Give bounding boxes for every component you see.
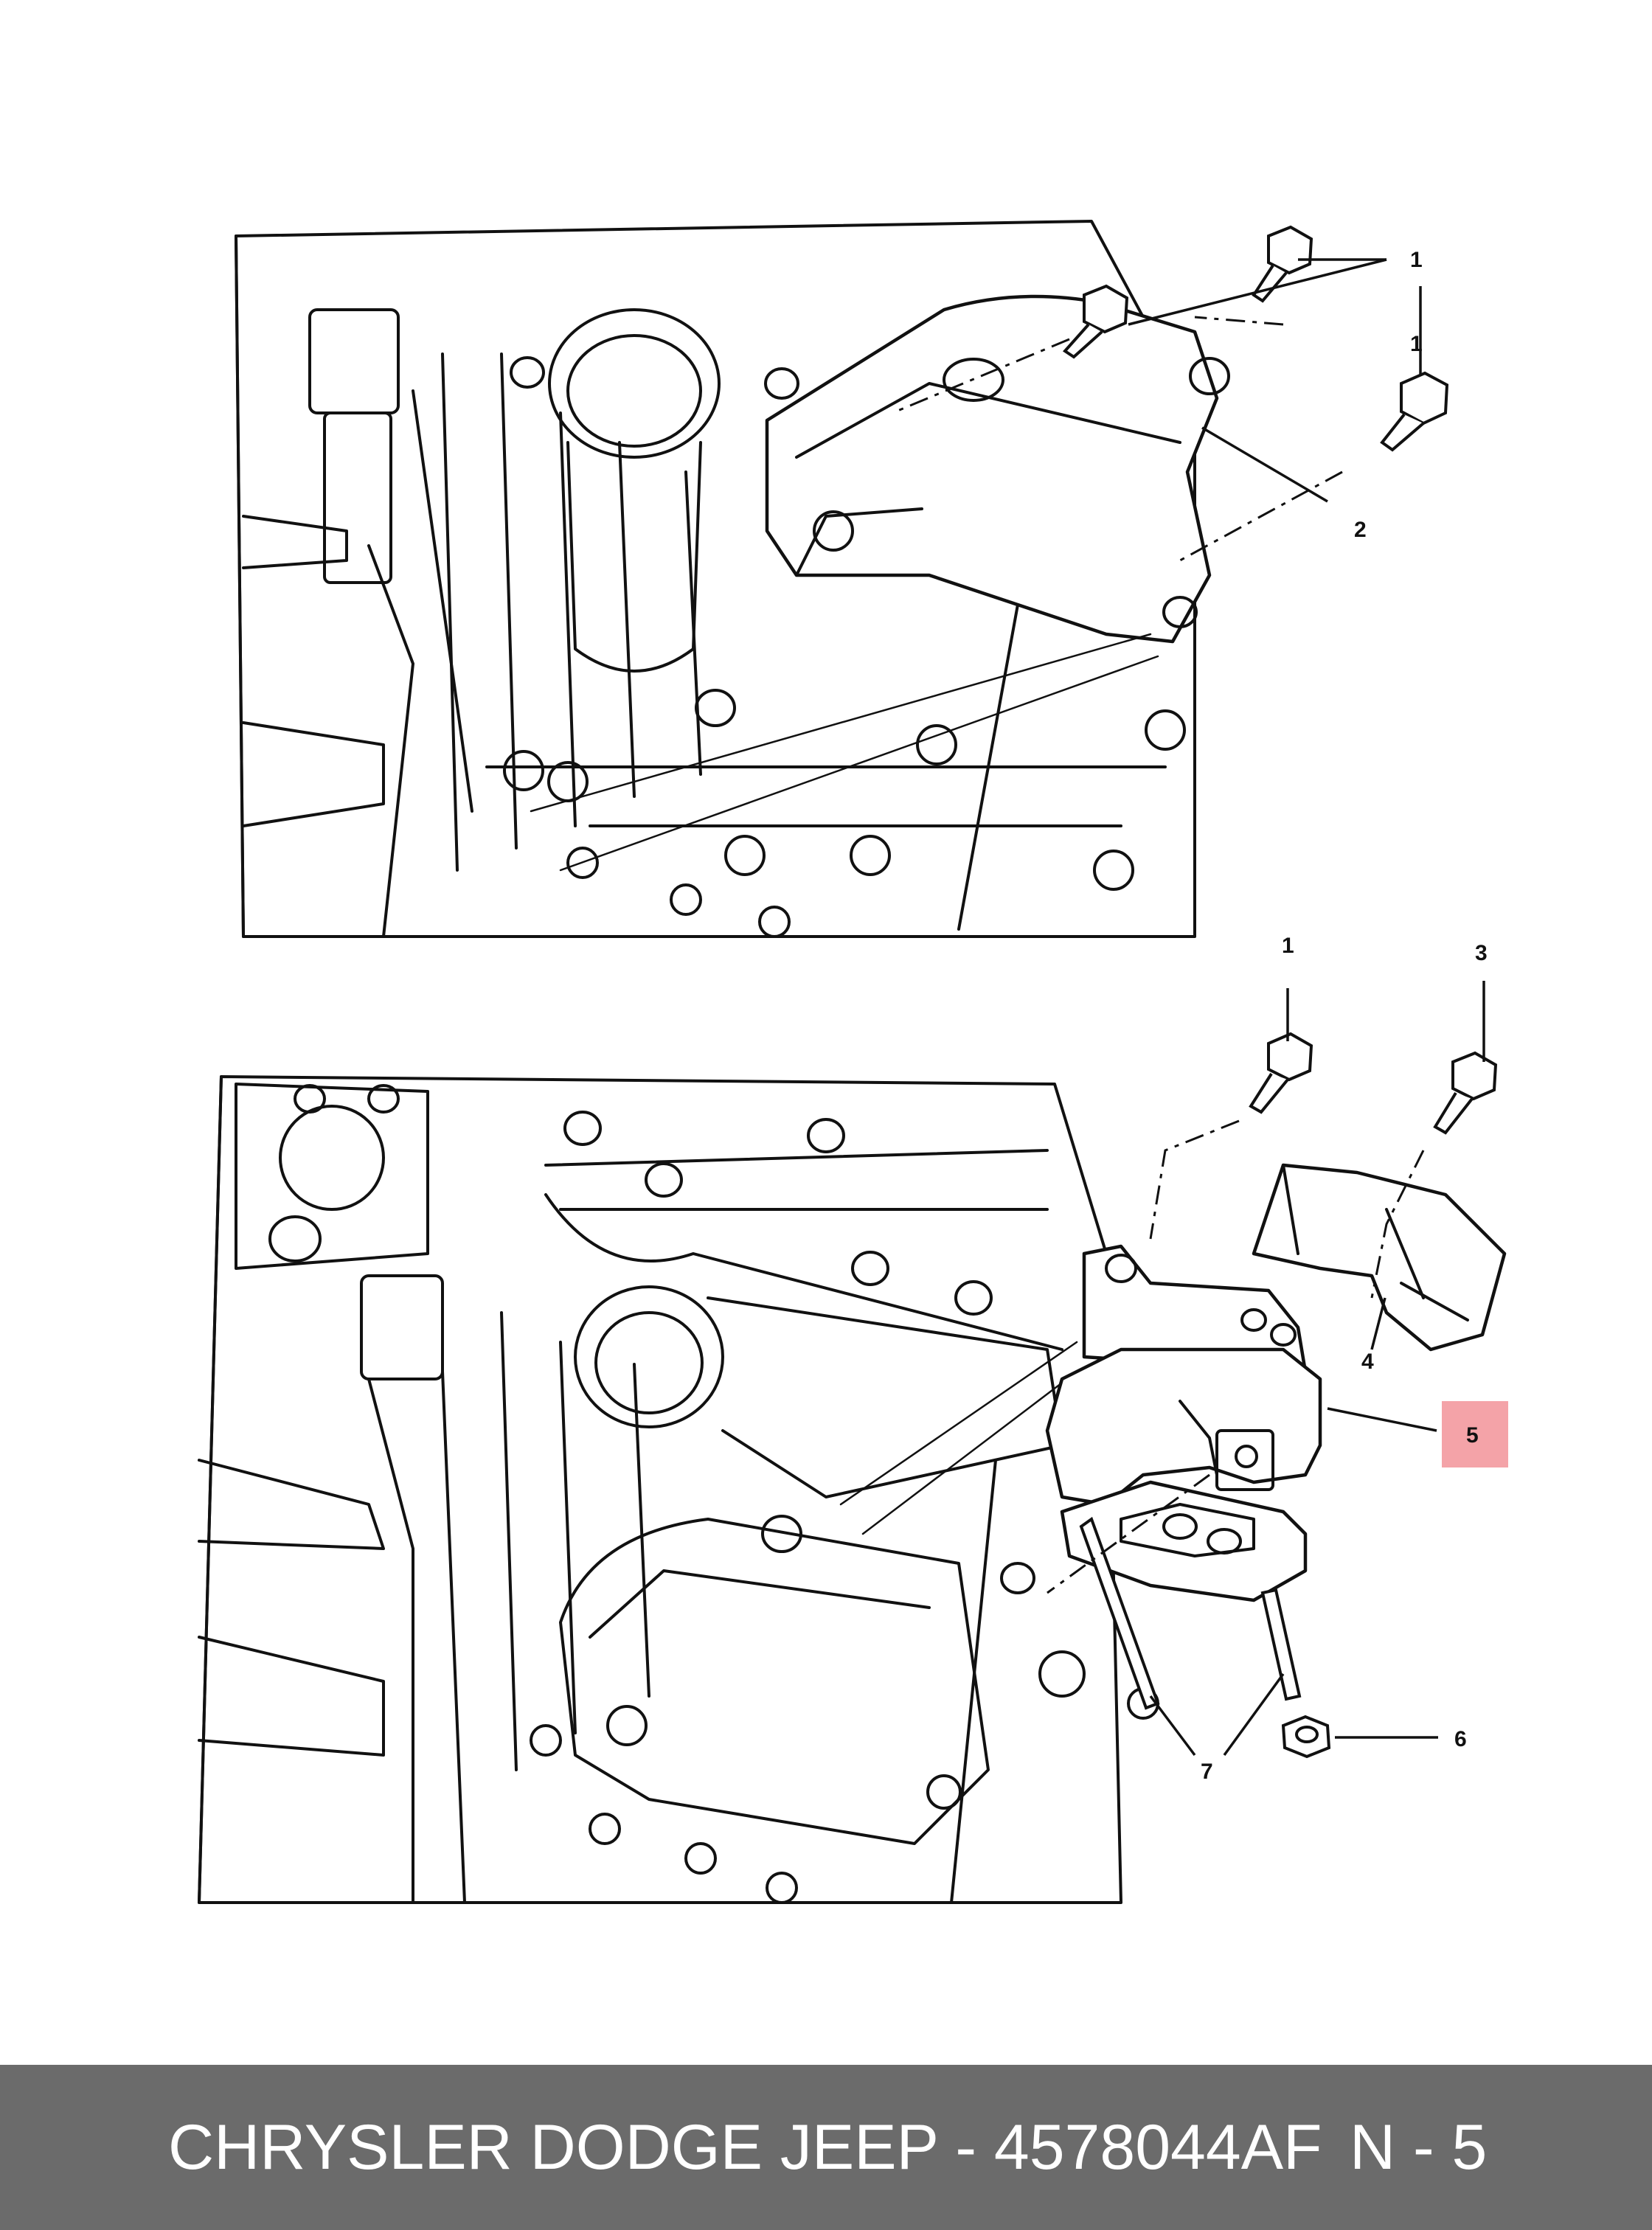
part-number-title: CHRYSLER DODGE JEEP - 4578044AF	[168, 2112, 1322, 2183]
callout-label: 3	[1475, 941, 1488, 965]
callout-label: 1	[1410, 332, 1423, 356]
highlight-box	[1442, 1401, 1508, 1467]
bolt-icon	[1433, 1051, 1498, 1135]
callout-label: 4	[1361, 1350, 1374, 1374]
bolt-icon	[1062, 284, 1129, 359]
callout-label: 7	[1201, 1760, 1213, 1784]
engine-bottom-view	[198, 981, 1508, 1904]
parts-diagram: 1 1 2 1 3 4 5 6 7	[198, 220, 1508, 1904]
engine-top-view	[235, 220, 1449, 938]
callout-label: 1	[1282, 934, 1294, 958]
page-indicator: N - 5	[1350, 2112, 1488, 2183]
callout-label: 6	[1454, 1727, 1467, 1751]
bolt-icon	[1249, 1032, 1313, 1114]
callout-label-highlighted: 5	[1466, 1423, 1479, 1448]
footer-bar: CHRYSLER DODGE JEEP - 4578044AF N - 5	[0, 2065, 1652, 2230]
callout-label: 1	[1410, 248, 1423, 272]
nut-icon	[1281, 1715, 1331, 1759]
bolt-icon	[1380, 371, 1449, 452]
callout-label: 2	[1354, 518, 1367, 542]
